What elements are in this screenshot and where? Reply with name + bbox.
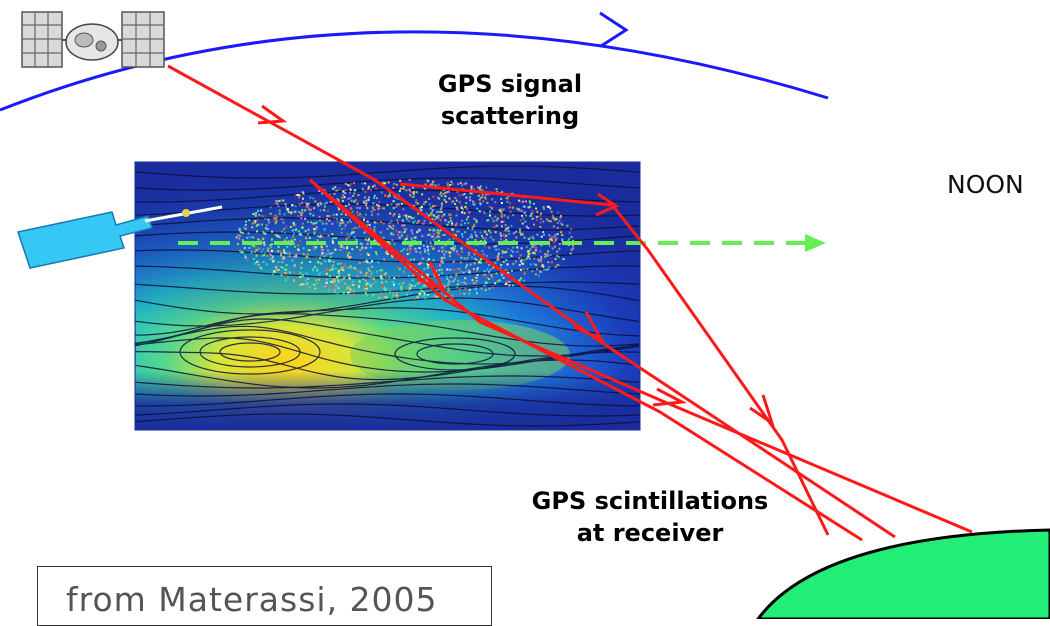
earth-surface xyxy=(756,528,1050,619)
label-noon: NOON xyxy=(947,170,1024,199)
ionosphere-frame xyxy=(134,161,641,431)
ray-4 xyxy=(399,182,830,536)
ray-2 xyxy=(309,178,863,542)
orbit-arrowhead xyxy=(599,11,629,48)
label-scint-line1: GPS scintillations xyxy=(531,487,769,515)
caption-text: from Materassi, 2005 xyxy=(66,580,438,619)
beam-source-icon xyxy=(17,205,223,269)
label-gps-signal-scattering: GPS signal scattering xyxy=(410,68,610,132)
ionosphere-density-map xyxy=(135,162,640,430)
ray-3 xyxy=(309,178,973,534)
orbit-arc xyxy=(0,30,829,112)
label-signal-line1: GPS signal xyxy=(437,70,583,98)
label-scint-line2: at receiver xyxy=(576,519,724,547)
label-gps-scintillations: GPS scintillations at receiver xyxy=(495,485,805,549)
terminator-arrowhead xyxy=(805,234,826,252)
label-signal-line2: scattering xyxy=(440,102,580,130)
satellite-icon xyxy=(21,11,165,68)
ray-arrowheads xyxy=(257,104,775,427)
caption-box: from Materassi, 2005 xyxy=(37,566,492,626)
